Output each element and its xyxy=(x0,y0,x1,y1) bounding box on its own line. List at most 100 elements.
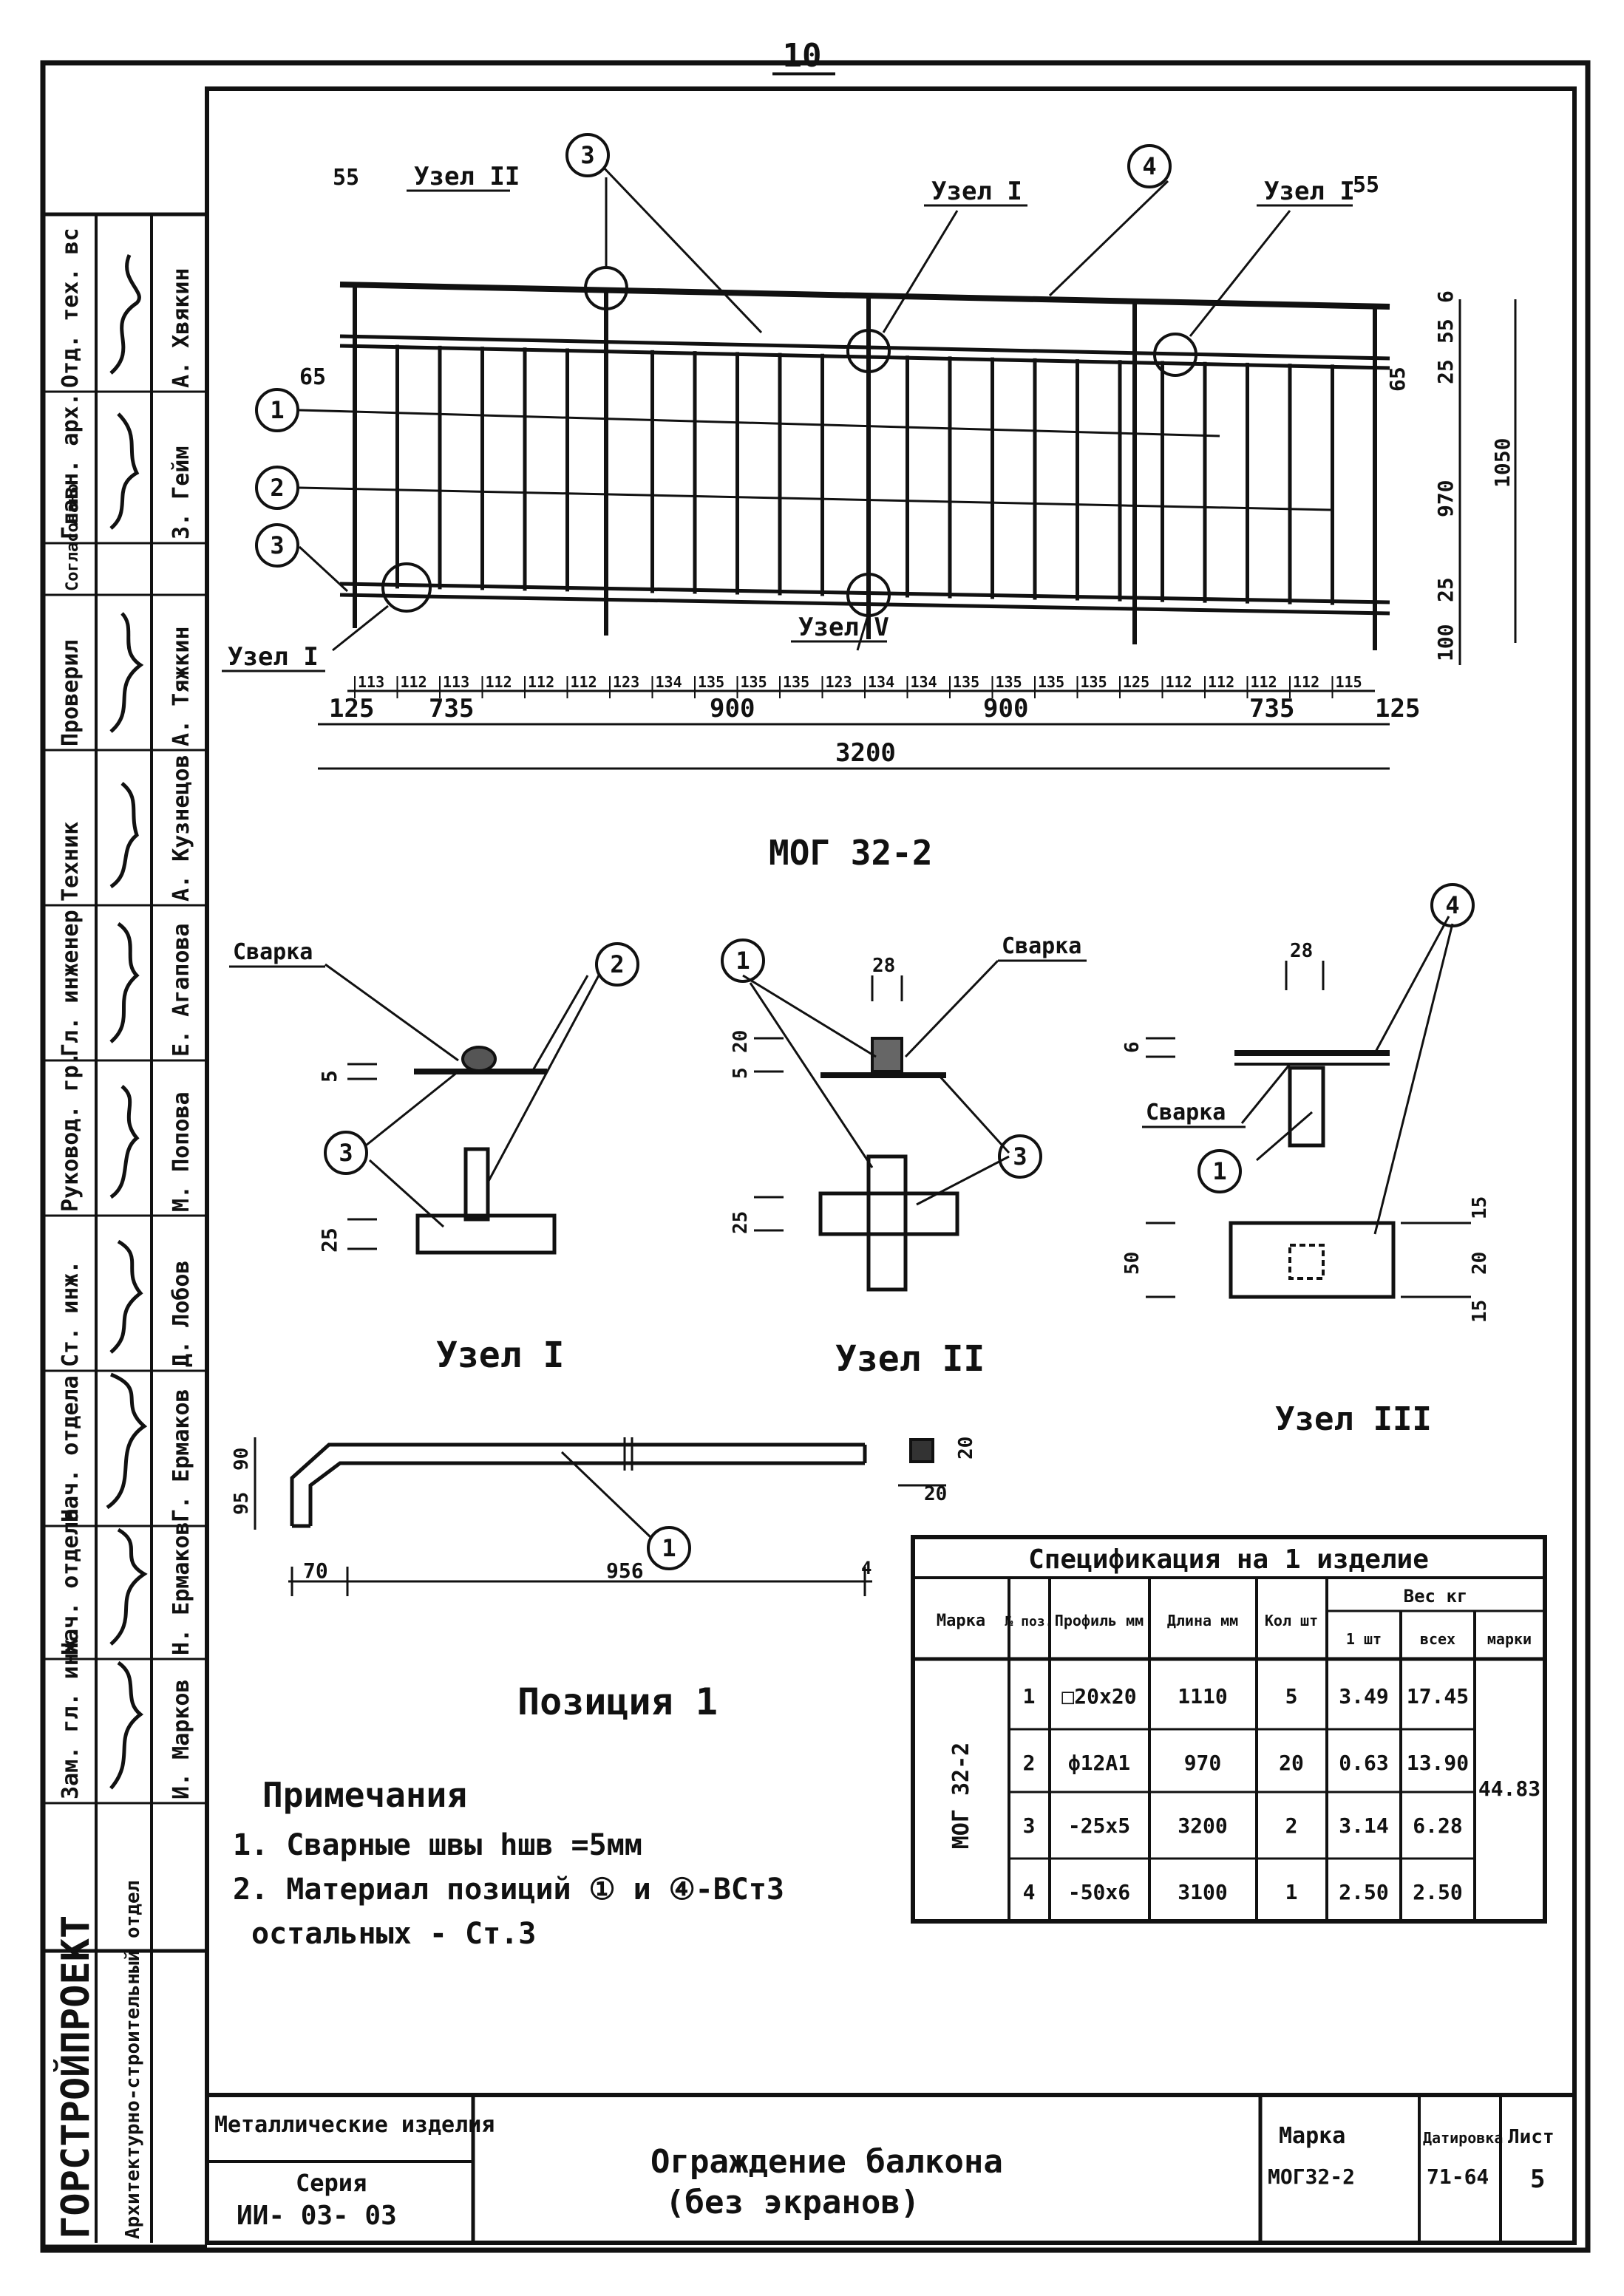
dim-text: 90 xyxy=(231,1448,253,1471)
spec-cell-mass-all: 17.45 xyxy=(1407,1684,1469,1709)
spec-header-qty: Кол шт xyxy=(1265,1612,1318,1629)
signature-name: Н. Ермаков xyxy=(169,1522,194,1655)
spec-cell-qty: 5 xyxy=(1285,1684,1298,1709)
dim-text: 20 xyxy=(1469,1252,1491,1275)
balloon-number: 1 xyxy=(662,1534,676,1562)
spec-cell-length: 3100 xyxy=(1178,1880,1227,1904)
marka-value: МОГ32-2 xyxy=(1268,2164,1355,2189)
spec-cell-qty: 2 xyxy=(1285,1813,1298,1838)
spec-cell-pos: 3 xyxy=(1023,1813,1036,1838)
outer-frame xyxy=(40,60,1591,2253)
group-name: Металлические изделия xyxy=(214,2112,495,2138)
spec-cell-length: 970 xyxy=(1184,1751,1222,1775)
dim-text: 25 xyxy=(730,1211,752,1234)
spec-table xyxy=(911,1535,1547,1924)
weld-label: Сварка xyxy=(233,939,313,965)
spec-cell-mass-one: 0.63 xyxy=(1339,1751,1388,1775)
spacing-dim: 135 xyxy=(741,673,767,691)
spec-cell-length: 1110 xyxy=(1178,1684,1227,1709)
position-balloon xyxy=(324,1131,368,1175)
signature-role: Отд. тех. вс xyxy=(58,228,84,388)
spacing-dim: 134 xyxy=(911,673,937,691)
signature-role: Гл. инженер xyxy=(58,910,84,1057)
date-value: 71-64 xyxy=(1427,2164,1489,2189)
spec-cell-profile: □20х20 xyxy=(1061,1684,1136,1709)
spacing-dim: 123 xyxy=(613,673,639,691)
page-number: 10 xyxy=(783,37,822,75)
signature-role: Ст. инж. xyxy=(58,1261,84,1368)
dim-text: 70 xyxy=(303,1559,328,1583)
note-item: остальных - Ст.3 xyxy=(251,1917,536,1951)
spacing-dim: 135 xyxy=(1038,673,1064,691)
dim-text: 50 xyxy=(1121,1252,1144,1275)
position-balloon xyxy=(721,939,765,983)
spec-cell-pos: 4 xyxy=(1023,1880,1036,1904)
series-label: Серия xyxy=(296,2169,367,2197)
svg-text:970: 970 xyxy=(1433,480,1458,517)
spacing-dim: 112 xyxy=(571,673,597,691)
balloon-number: 3 xyxy=(580,141,594,169)
spec-cell-mass-all: 13.90 xyxy=(1407,1751,1469,1775)
sheet-value: 5 xyxy=(1530,2164,1545,2194)
spec-header-marka: Марка xyxy=(937,1612,985,1630)
note-item: 1. Сварные швы hшв =5мм xyxy=(233,1828,642,1862)
spacing-dim: 113 xyxy=(443,673,469,691)
segment-dim: 735 xyxy=(429,694,474,723)
position-1-drawing xyxy=(254,1437,946,1596)
sheet-subtitle: (без экранов) xyxy=(665,2184,920,2221)
node-title: Узел II xyxy=(835,1338,985,1380)
sheet-title: Ограждение балкона xyxy=(650,2143,1003,2181)
balloon-number: 2 xyxy=(610,950,624,978)
signature-name: Г. Ермаков xyxy=(169,1389,194,1522)
spec-cell-qty: 20 xyxy=(1279,1751,1304,1775)
segment-dim: 125 xyxy=(1375,694,1420,723)
spacing-dim: 135 xyxy=(953,673,979,691)
node-label: Узел V xyxy=(798,613,889,642)
node-label: Узел I xyxy=(228,642,319,672)
node-I-drawing xyxy=(325,963,600,1255)
node-circles xyxy=(381,266,1197,617)
org-name: ГОРСТРОЙПРОЕКТ xyxy=(53,1915,98,2239)
signature-roles: Отд. тех. вс Главн. арх. Согласовано Про… xyxy=(58,228,84,1799)
position-balloon xyxy=(1197,1149,1242,1193)
spacing-dim: 113 xyxy=(358,673,384,691)
signature-name: А. Хвякин xyxy=(169,268,194,388)
signature-name: Е. Агапова xyxy=(169,923,194,1057)
total-dim: 3200 xyxy=(835,738,896,768)
title-block xyxy=(207,2093,1574,2243)
spec-cell-qty: 1 xyxy=(1285,1880,1298,1904)
spec-cell-profile: -50х6 xyxy=(1068,1880,1130,1904)
signature-role: Проверил xyxy=(58,640,84,747)
balloon-number: 3 xyxy=(270,531,284,559)
spec-marka-value: МОГ 32-2 xyxy=(948,1743,974,1850)
spacing-dim: 112 xyxy=(1251,673,1277,691)
spec-cell-length: 3200 xyxy=(1178,1813,1227,1838)
signature-name: Д. Лобов xyxy=(169,1261,194,1368)
spec-table-title: Спецификация на 1 изделие xyxy=(1028,1544,1429,1575)
signature-name: М. Попова xyxy=(169,1091,194,1212)
spec-cell-mass-all: 6.28 xyxy=(1413,1813,1462,1838)
dim-text: 20 xyxy=(955,1437,977,1459)
balloon-number: 1 xyxy=(270,396,284,424)
svg-text:25: 25 xyxy=(1433,359,1458,384)
spec-cell-profile: ф12А1 xyxy=(1068,1751,1130,1775)
dim-text: 956 xyxy=(606,1559,644,1583)
position-balloon xyxy=(647,1526,691,1570)
spacing-dim: 135 xyxy=(783,673,809,691)
sheet-label: Лист xyxy=(1508,2126,1555,2148)
position-balloon-numbers: 3 4 1 2 3 xyxy=(270,141,1156,559)
note-item: 2. Материал позиций ① и ④-ВСт3 xyxy=(233,1873,784,1907)
signature-names: А. Хвякин З. Гейм А. Тяжкин А. Кузнецов … xyxy=(169,268,194,1799)
balloon-number: 1 xyxy=(1212,1157,1226,1185)
position-balloon xyxy=(595,942,639,987)
spacing-dim: 115 xyxy=(1336,673,1362,691)
dim-text: 6 xyxy=(1121,1041,1144,1053)
node-III-drawing xyxy=(1146,916,1471,1299)
spec-cell-mass-one: 2.50 xyxy=(1339,1880,1388,1904)
notes-title: Примечания xyxy=(262,1775,467,1815)
balloon-number: 4 xyxy=(1445,891,1459,919)
svg-text:100: 100 xyxy=(1433,624,1458,661)
position-balloon xyxy=(998,1134,1042,1179)
segment-dim: 900 xyxy=(983,694,1028,723)
